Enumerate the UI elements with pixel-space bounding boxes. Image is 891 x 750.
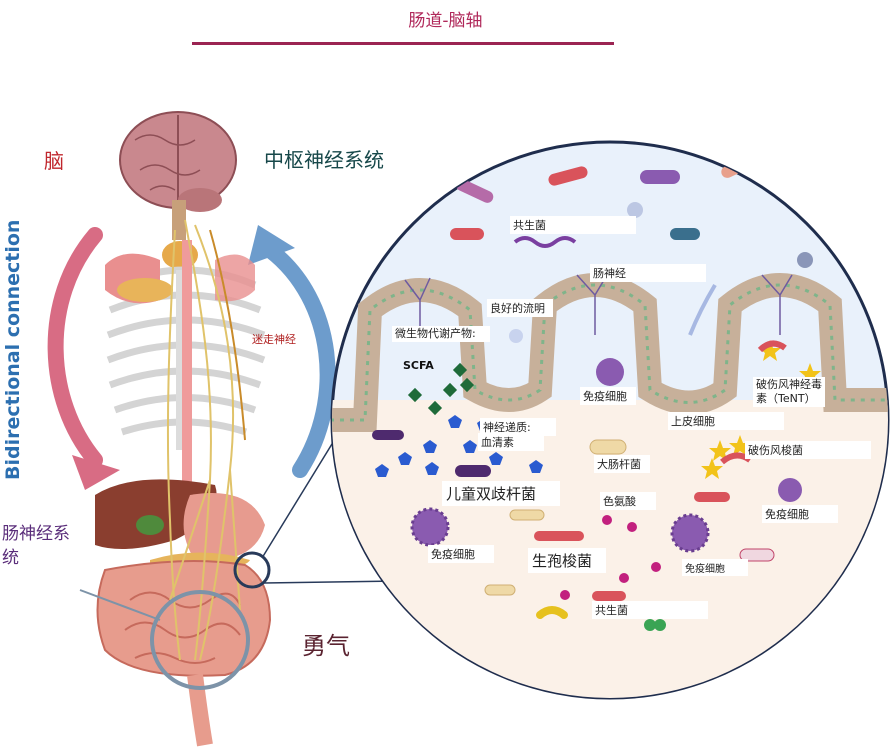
immune-cells: [410, 358, 802, 553]
title-underline: [192, 42, 614, 45]
colon-highlight: [150, 590, 250, 690]
immune-cell-label-3: 免疫细胞: [428, 545, 494, 563]
commensal-label-bottom: 共生菌: [592, 601, 708, 619]
brain-label: 脑: [44, 149, 64, 173]
brainstem: [172, 200, 186, 240]
neurotransmitter-label: 神经递质:: [480, 418, 556, 436]
metabolites-label: 微生物代谢产物:: [392, 326, 490, 342]
immune-cell-label-2: 免疫细胞: [762, 505, 838, 523]
courage-label: 勇气: [302, 632, 350, 660]
ens-label: 肠神经系统: [2, 524, 70, 568]
figure-title: 肠道-脑轴: [408, 11, 483, 31]
up-arrow-head: [248, 225, 295, 265]
up-arrow: [262, 242, 336, 478]
cerebellum: [178, 188, 222, 212]
down-arrow-head: [72, 455, 120, 490]
neurotransmitter-molecules: [375, 415, 543, 477]
scfa-label: SCFA: [403, 359, 434, 372]
immune-cell-label-1: 免疫细胞: [580, 387, 636, 405]
vagus-nerve: [166, 219, 241, 661]
rectum: [187, 674, 213, 747]
bacteria-bottom: [372, 430, 775, 631]
scfa-molecules: [407, 362, 475, 416]
gut-nerve-label: 肠神经: [590, 264, 706, 282]
tent-label: 破伤风神经毒素（TeNT）: [753, 377, 825, 407]
bifidobacterium-label: 儿童双歧杆菌: [442, 481, 560, 506]
good-flow-label: 良好的流明: [487, 299, 553, 317]
epithelial-cell-label: 上皮细胞: [668, 412, 784, 430]
commensal-label-top: 共生菌: [510, 216, 636, 234]
down-arrow: [47, 227, 103, 468]
clostridium-tetani-label: 破伤风梭菌: [745, 441, 871, 459]
cns-label: 中枢神经系统: [260, 142, 388, 175]
stomach: [183, 493, 265, 561]
e-coli-label: 大肠杆菌: [594, 455, 650, 473]
zoom-source: [233, 551, 271, 589]
serotonin-label: 血清素: [478, 433, 544, 451]
tryptophan-label: 色氨酸: [600, 492, 656, 510]
spore-clostridium-label: 生孢梭菌: [528, 548, 606, 573]
epithelium: [332, 273, 888, 432]
immune-cell-label-4: 免疫细胞: [682, 559, 748, 576]
vagus-nerve-label: 迷走神经: [252, 333, 296, 346]
